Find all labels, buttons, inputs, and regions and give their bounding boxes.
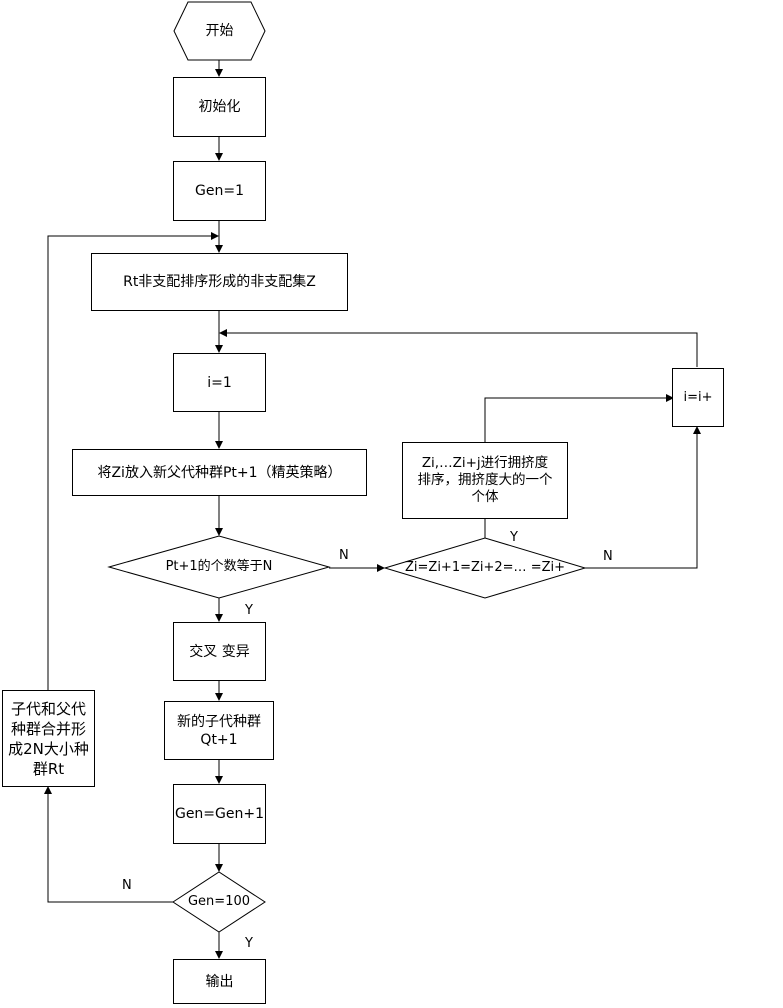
i1-node: i=1 xyxy=(173,353,266,412)
i-inc-node: i=i+ xyxy=(672,368,724,427)
z-equal-node: Zi=Zi+1=Zi+2=… =Zi+ xyxy=(405,560,565,575)
gen-check-diamond xyxy=(172,871,266,933)
start-node: 开始 xyxy=(205,23,234,39)
merge-node: 子代和父代 种群合并形 成2N大小种 群Rt xyxy=(2,690,95,787)
rt-sort-node: Rt非支配排序形成的非支配集Z xyxy=(91,253,348,311)
count-yes-label: Y xyxy=(245,603,253,618)
gen-inc-node: Gen=Gen+1 xyxy=(173,784,266,844)
edge-gencheck-merge xyxy=(44,786,173,903)
z-yes-label: Y xyxy=(510,530,518,545)
edge-crowdsort-iinc xyxy=(484,394,674,442)
count-check-diamond xyxy=(107,535,331,599)
init-node: 初始化 xyxy=(173,77,266,137)
gen-no-label: N xyxy=(122,878,132,893)
crossover-node: 交叉 变异 xyxy=(173,622,266,681)
output-node: 输出 xyxy=(173,959,266,1004)
count-no-label: N xyxy=(339,548,349,563)
crowd-sort-node: Zi,…Zi+j进行拥挤度 排序，拥挤度大的一个 个体 xyxy=(402,442,568,519)
start-hexagon xyxy=(173,1,266,61)
z-no-label: N xyxy=(603,549,613,564)
new-offspring-node: 新的子代种群 Qt+1 xyxy=(164,701,274,760)
count-check-node: Pt+1的个数等于N xyxy=(165,559,273,574)
edge-iinc-loop xyxy=(219,329,698,367)
gen-yes-label: Y xyxy=(245,936,253,951)
elite-node: 将Zi放入新父代种群Pt+1（精英策略） xyxy=(72,449,367,496)
edge-merge-loop xyxy=(47,232,219,690)
gen-check-node: Gen=100 xyxy=(187,894,251,909)
gen1-node: Gen=1 xyxy=(173,161,266,221)
edge-zequal-iinc xyxy=(585,426,701,569)
